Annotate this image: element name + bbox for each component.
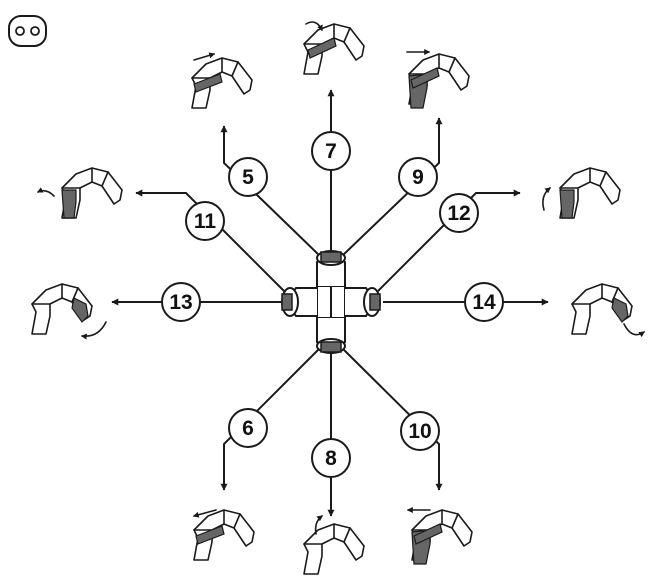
arrow-6 [220, 347, 321, 491]
svg-text:14: 14 [472, 291, 496, 314]
svg-text:5: 5 [242, 166, 254, 189]
arrow-12 [376, 189, 521, 293]
excavator-arm-icon-14 [571, 283, 645, 338]
label-10: 10 [400, 411, 440, 451]
excavator-arm-icon-7 [303, 21, 365, 75]
label-11: 11 [185, 201, 225, 241]
excavator-arm-icon-9 [406, 49, 470, 109]
label-9: 9 [398, 157, 438, 197]
svg-text:9: 9 [412, 166, 424, 189]
label-5: 5 [228, 157, 268, 197]
label-6: 6 [228, 408, 268, 448]
excavator-arm-icon-12 [542, 167, 621, 219]
excavator-arm-icon-10 [406, 507, 473, 565]
svg-text:11: 11 [194, 210, 217, 233]
excavator-arm-icon-6 [192, 509, 255, 561]
svg-text:8: 8 [325, 447, 337, 470]
excavator-arm-icon-5 [191, 52, 253, 109]
arrow-11 [135, 189, 286, 293]
label-14: 14 [464, 282, 504, 322]
arrow-9 [341, 117, 443, 257]
direction-lines [111, 89, 549, 517]
svg-text:6: 6 [242, 417, 254, 440]
number-labels: 5 6 7 8 9 10 11 12 13 14 [161, 131, 504, 478]
joystick-control-icon [281, 250, 381, 354]
arrow-5 [220, 125, 321, 257]
label-8: 8 [311, 438, 351, 478]
svg-text:13: 13 [169, 291, 192, 314]
svg-text:7: 7 [325, 140, 337, 163]
arrow-10 [341, 347, 443, 491]
svg-text:12: 12 [447, 202, 470, 225]
label-7: 7 [311, 131, 351, 171]
label-12: 12 [439, 193, 479, 233]
excavator-arm-icon-13 [31, 283, 107, 340]
excavator-arm-icon-8 [303, 515, 365, 575]
excavator-arm-icon-11 [36, 167, 123, 219]
svg-text:10: 10 [408, 420, 431, 443]
label-13: 13 [161, 282, 201, 322]
two-lever-switch-icon [8, 15, 47, 47]
